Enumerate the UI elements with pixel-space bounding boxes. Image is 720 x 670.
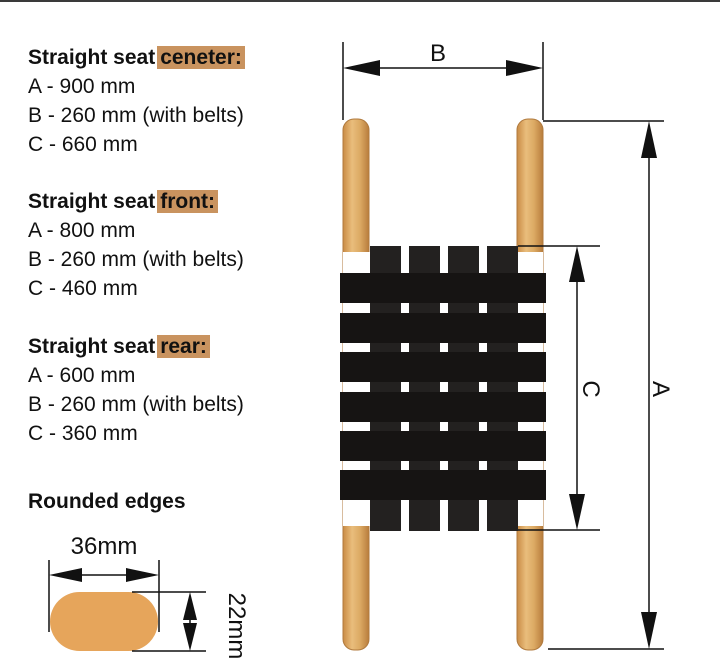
spec-tag: ceneter: bbox=[157, 46, 245, 69]
rounded-edges-title: Rounded edges bbox=[28, 490, 186, 513]
spec-title-text: Straight seat bbox=[28, 190, 156, 213]
arrow-head bbox=[49, 568, 82, 582]
spec-c: C - 460 mm bbox=[28, 277, 138, 300]
spec-a: A - 900 mm bbox=[28, 75, 136, 98]
spec-c: C - 660 mm bbox=[28, 133, 138, 156]
spec-title-text: Straight seat bbox=[28, 335, 156, 358]
spec-tag: rear: bbox=[157, 335, 210, 358]
label-a: A bbox=[647, 381, 674, 397]
arrow-head bbox=[641, 612, 657, 649]
label-c: C bbox=[577, 380, 604, 397]
label-b: B bbox=[430, 40, 446, 67]
spec-a: A - 600 mm bbox=[28, 364, 136, 387]
woven-belt-seat bbox=[340, 246, 546, 531]
spec-b: B - 260 mm (with belts) bbox=[28, 248, 244, 271]
profile-shape bbox=[50, 592, 158, 651]
arrow-head bbox=[343, 60, 380, 76]
arrow-head bbox=[641, 121, 657, 158]
spec-b: B - 260 mm (with belts) bbox=[28, 393, 244, 416]
spec-a: A - 800 mm bbox=[28, 219, 136, 242]
arrow-head bbox=[126, 568, 159, 582]
horizontal-belt bbox=[340, 273, 546, 303]
spec-b: B - 260 mm (with belts) bbox=[28, 104, 244, 127]
horizontal-belt bbox=[340, 392, 546, 422]
height-label: 22mm bbox=[223, 593, 250, 660]
width-label: 36mm bbox=[71, 533, 138, 560]
spec-title-text: Straight seat bbox=[28, 46, 156, 69]
spec-c: C - 360 mm bbox=[28, 422, 138, 445]
dimension-c bbox=[518, 245, 600, 531]
horizontal-belt bbox=[340, 431, 546, 461]
arrow-head bbox=[183, 623, 197, 651]
arrow-head bbox=[506, 60, 543, 76]
horizontal-belt bbox=[340, 352, 546, 382]
dimension-b bbox=[342, 42, 544, 120]
spec-tag: front: bbox=[157, 190, 219, 213]
horizontal-belt bbox=[340, 313, 546, 343]
arrow-head bbox=[569, 246, 585, 282]
dimension-a bbox=[543, 120, 664, 650]
arrow-head bbox=[183, 592, 197, 620]
top-border bbox=[0, 0, 720, 2]
horizontal-belt bbox=[340, 470, 546, 500]
arrow-head bbox=[569, 494, 585, 530]
